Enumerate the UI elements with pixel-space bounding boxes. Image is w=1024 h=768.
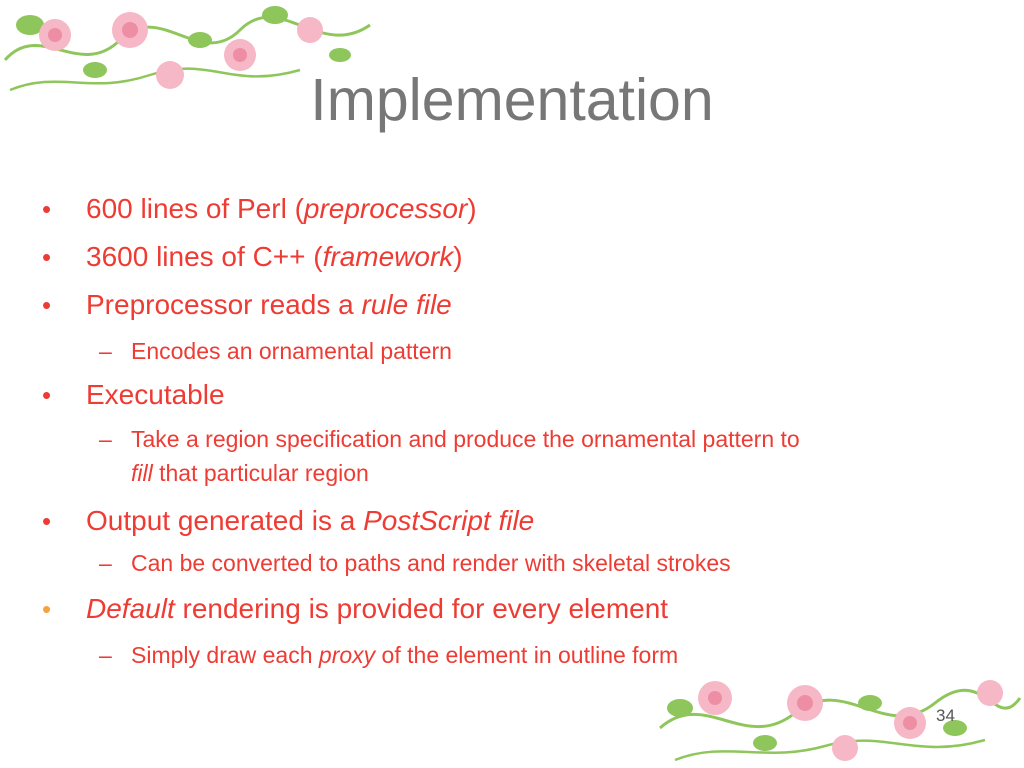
bullet-marker: – (99, 338, 112, 364)
bullet-text: Simply draw each (131, 642, 319, 668)
bullet-item: • Output generated is a PostScript file (42, 504, 535, 538)
bullet-text: PostScript file (363, 505, 535, 536)
bullet-text: Encodes an ornamental pattern (131, 338, 452, 364)
bullet-item: • 3600 lines of C++ (framework) (42, 240, 463, 274)
bullet-text: Executable (86, 379, 225, 410)
page-number: 34 (936, 706, 955, 725)
bullet-text: of the element in outline form (375, 642, 679, 668)
bullet-text: proxy (318, 642, 376, 668)
bullet-text: Take a region specification and produce … (131, 426, 800, 452)
bullet-item: • Preprocessor reads a rule file (42, 288, 452, 322)
bullet-text: rendering is provided for every element (174, 593, 669, 624)
bullet-text: Can be converted to paths and render wit… (131, 550, 731, 576)
bullet-text: Output generated is a (86, 505, 364, 536)
bullet-marker: – (99, 426, 112, 452)
bullet-text: 600 lines of Perl ( (86, 193, 304, 224)
bullet-text: 3600 lines of C++ ( (86, 241, 323, 272)
sub-bullet-item: –Can be converted to paths and render wi… (99, 548, 731, 578)
bullet-text: framework (322, 241, 454, 272)
sub-bullet-item: –Simply draw each proxy of the element i… (99, 640, 679, 670)
bullet-marker: • (42, 242, 52, 272)
sub-bullet-item: fill that particular region (131, 458, 369, 488)
sub-bullet-item: –Encodes an ornamental pattern (99, 336, 452, 366)
sub-bullet-item: –Take a region specification and produce… (99, 424, 800, 454)
bullet-text: preprocessor (303, 193, 468, 224)
bullet-item: • Executable (42, 378, 225, 412)
flower-vine-decoration-bottom (659, 680, 1022, 762)
bullet-marker: – (99, 550, 112, 576)
bullet-marker: • (42, 194, 52, 224)
slide-title: Implementation (310, 67, 714, 133)
flower-vine-decoration-top (3, 6, 371, 92)
bullet-text: Default (86, 593, 175, 624)
bullet-text: rule file (361, 289, 452, 320)
bullet-text: that particular region (152, 460, 369, 486)
bullet-marker: • (42, 380, 52, 410)
bullet-marker: • (42, 506, 52, 536)
bullet-marker: • (42, 594, 52, 624)
bullet-marker: – (99, 642, 112, 668)
bullet-item: • 600 lines of Perl (preprocessor) (42, 192, 477, 226)
bullet-text: Preprocessor reads a (86, 289, 362, 320)
bullet-text: fill (131, 460, 153, 486)
bullet-item: • Default rendering is provided for every… (42, 592, 669, 626)
bullet-text: ) (453, 241, 463, 272)
bullet-text: ) (467, 193, 477, 224)
bullet-marker: • (42, 290, 52, 320)
